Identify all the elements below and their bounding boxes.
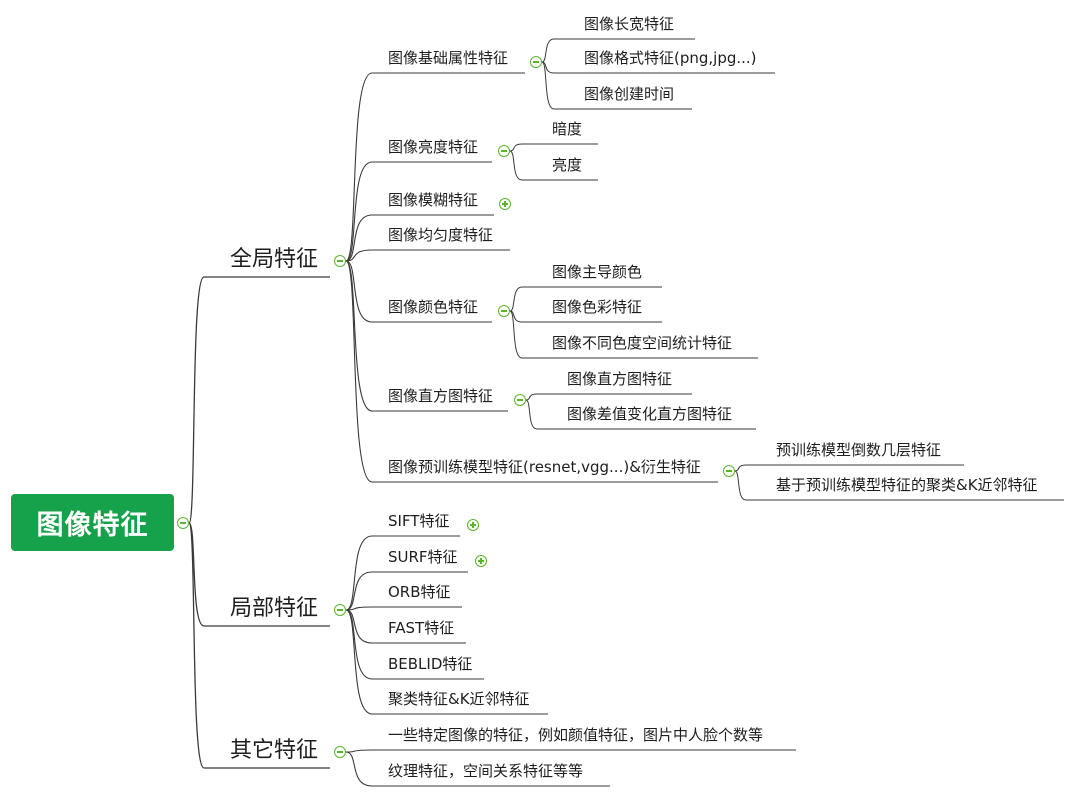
connector-line bbox=[345, 606, 373, 611]
node-1-2-label[interactable]: 图像亮度特征 bbox=[388, 138, 479, 156]
node-2-6-label[interactable]: 聚类特征&K近邻特征 bbox=[388, 690, 530, 708]
connector-line bbox=[509, 310, 523, 359]
connector-line bbox=[509, 286, 523, 312]
root-label: 图像特征 bbox=[36, 510, 149, 541]
node-2-5-label[interactable]: BEBLID特征 bbox=[388, 655, 473, 673]
node-1-5-toggle-icon[interactable] bbox=[498, 305, 510, 317]
branch-1-label[interactable]: 全局特征 bbox=[230, 247, 319, 272]
connector-line bbox=[188, 276, 205, 524]
leaf-1-7-1-label[interactable]: 预训练模型倒数几层特征 bbox=[776, 441, 942, 459]
node-1-3-toggle-icon[interactable] bbox=[499, 198, 511, 210]
connector-line bbox=[188, 522, 205, 627]
branch-1-toggle-icon[interactable] bbox=[334, 255, 346, 267]
node-1-1-toggle-icon[interactable] bbox=[530, 56, 542, 68]
node-3-2-label[interactable]: 纹理特征，空间关系特征等等 bbox=[388, 762, 584, 780]
node-1-6-toggle-icon[interactable] bbox=[514, 394, 526, 406]
connector-line bbox=[525, 399, 538, 430]
connector-line bbox=[345, 249, 373, 262]
connector-line bbox=[734, 470, 747, 501]
connector-line bbox=[345, 749, 373, 753]
leaf-1-1-1-label[interactable]: 图像长宽特征 bbox=[584, 15, 675, 33]
connector-line bbox=[345, 260, 373, 412]
root-node[interactable]: 图像特征 bbox=[11, 494, 174, 551]
connector-line bbox=[345, 260, 373, 483]
connector-line bbox=[541, 61, 555, 110]
branch-2-toggle-icon[interactable] bbox=[334, 604, 346, 616]
leaf-1-2-1-label[interactable]: 暗度 bbox=[552, 120, 583, 138]
root-collapse-toggle-icon[interactable] bbox=[177, 517, 189, 529]
branch-3-label[interactable]: 其它特征 bbox=[230, 738, 319, 763]
leaf-1-1-3-label[interactable]: 图像创建时间 bbox=[584, 85, 675, 103]
node-1-7-label[interactable]: 图像预训练模型特征(resnet,vgg...)&衍生特征 bbox=[388, 458, 701, 476]
branch-3-toggle-icon[interactable] bbox=[334, 746, 346, 758]
leaf-1-2-2-label[interactable]: 亮度 bbox=[552, 156, 583, 174]
node-2-3-label[interactable]: ORB特征 bbox=[388, 583, 451, 601]
node-1-4-label[interactable]: 图像均匀度特征 bbox=[388, 226, 494, 244]
connector-line bbox=[509, 143, 523, 152]
leaf-1-6-1-label[interactable]: 图像直方图特征 bbox=[567, 370, 673, 388]
connector-line bbox=[345, 609, 373, 715]
leaf-1-5-3-label[interactable]: 图像不同色度空间统计特征 bbox=[552, 334, 733, 352]
connector-line bbox=[734, 464, 747, 472]
node-2-1-toggle-icon[interactable] bbox=[467, 519, 479, 531]
connector-line bbox=[345, 571, 373, 611]
connector-line bbox=[188, 522, 205, 769]
node-1-1-label[interactable]: 图像基础属性特征 bbox=[388, 49, 509, 67]
leaf-1-6-2-label[interactable]: 图像差值变化直方图特征 bbox=[567, 405, 733, 423]
connector-line bbox=[345, 214, 373, 262]
node-2-2-toggle-icon[interactable] bbox=[475, 555, 487, 567]
leaf-1-5-1-label[interactable]: 图像主导颜色 bbox=[552, 263, 643, 281]
node-1-6-label[interactable]: 图像直方图特征 bbox=[388, 387, 494, 405]
node-2-1-label[interactable]: SIFT特征 bbox=[388, 512, 450, 530]
node-2-4-label[interactable]: FAST特征 bbox=[388, 619, 455, 637]
node-1-2-toggle-icon[interactable] bbox=[498, 145, 510, 157]
node-1-3-label[interactable]: 图像模糊特征 bbox=[388, 191, 479, 209]
connector-line bbox=[345, 751, 373, 787]
connector-line bbox=[345, 72, 373, 262]
node-2-2-label[interactable]: SURF特征 bbox=[388, 548, 458, 566]
node-3-1-label[interactable]: 一些特定图像的特征，例如颜值特征，图片中人脸个数等 bbox=[388, 726, 764, 744]
connector-line bbox=[345, 609, 373, 680]
connector-line bbox=[345, 535, 373, 611]
node-1-7-toggle-icon[interactable] bbox=[723, 465, 735, 477]
leaf-1-1-2-label[interactable]: 图像格式特征(png,jpg...) bbox=[584, 49, 757, 67]
connector-line bbox=[541, 38, 555, 63]
connector-line bbox=[525, 393, 538, 401]
node-1-5-label[interactable]: 图像颜色特征 bbox=[388, 298, 479, 316]
leaf-1-7-2-label[interactable]: 基于预训练模型特征的聚类&K近邻特征 bbox=[776, 476, 1038, 494]
connector-line bbox=[345, 260, 373, 323]
connector-line bbox=[345, 161, 373, 262]
connector-line bbox=[509, 150, 523, 181]
branch-2-label[interactable]: 局部特征 bbox=[230, 596, 319, 621]
leaf-1-5-2-label[interactable]: 图像色彩特征 bbox=[552, 298, 643, 316]
